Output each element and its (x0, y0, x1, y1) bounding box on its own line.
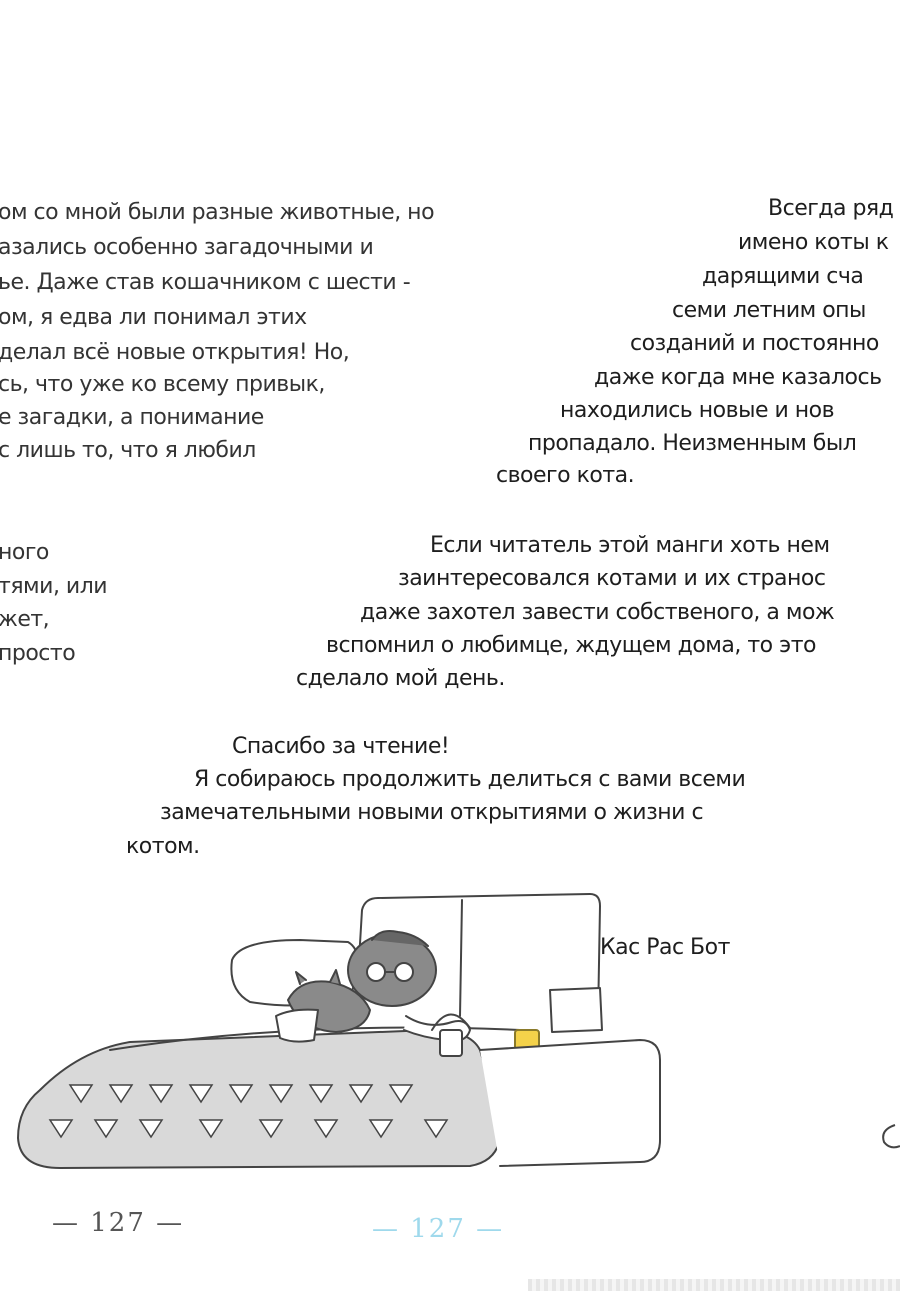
paragraph-line: дарящими сча (702, 264, 864, 289)
ghost-line: ного (0, 540, 49, 565)
paragraph-line: семи летним опы (672, 298, 866, 323)
paragraph-line: даже захотел завести собственого, а мож (360, 600, 835, 625)
paragraph-line: имено коты к (738, 230, 889, 255)
paragraph-line: Если читатель этой манги хоть нем (430, 533, 830, 558)
ghost-line: с лишь то, что я любил (0, 438, 256, 463)
author-signature: Кас Рас Бот (600, 935, 730, 960)
paragraph-line: заинтересовался котами и их странос (398, 566, 826, 591)
ghost-line: е загадки, а понимание (0, 405, 264, 430)
page-number-center: — 127 — (372, 1214, 505, 1244)
paragraph-line: созданий и постоянно (630, 331, 879, 356)
paragraph-line: пропадало. Неизменным был (528, 431, 857, 456)
ghost-line: ом, я едва ли понимал этих (0, 305, 307, 330)
ghost-line: сь, что уже ко всему привык, (0, 372, 325, 397)
bottom-strip (528, 1279, 900, 1291)
ghost-line: тями, или (0, 574, 108, 599)
thanks-line: Спасибо за чтение! (232, 734, 450, 759)
ghost-line: жет, (0, 607, 50, 632)
ghost-line: ье. Даже став кошачником с шести - (0, 270, 411, 295)
paragraph-line: вспомнил о любимце, ждущем дома, то это (326, 633, 816, 658)
closing-line: замечательными новыми открытиями о жизни… (160, 800, 704, 825)
ghost-line: ом со мной были разные животные, но (0, 200, 435, 225)
bed-illustration (17, 893, 900, 1169)
paragraph-line: сделало мой день. (296, 666, 505, 691)
paragraph-line: своего кота. (496, 463, 635, 488)
paragraph-line: находились новые и нов (560, 398, 835, 423)
ghost-line: азались особенно загадочными и (0, 235, 374, 260)
paragraph-line: Всегда ряд (768, 196, 894, 221)
page-number-left: — 127 — (52, 1208, 185, 1238)
ghost-line: делал всё новые открытия! Но, (0, 340, 350, 365)
closing-line: котом. (126, 834, 200, 859)
paragraph-line: даже когда мне казалось (594, 365, 882, 390)
closing-line: Я собираюсь продолжить делиться с вами в… (194, 767, 746, 792)
ghost-line: просто (0, 641, 76, 666)
